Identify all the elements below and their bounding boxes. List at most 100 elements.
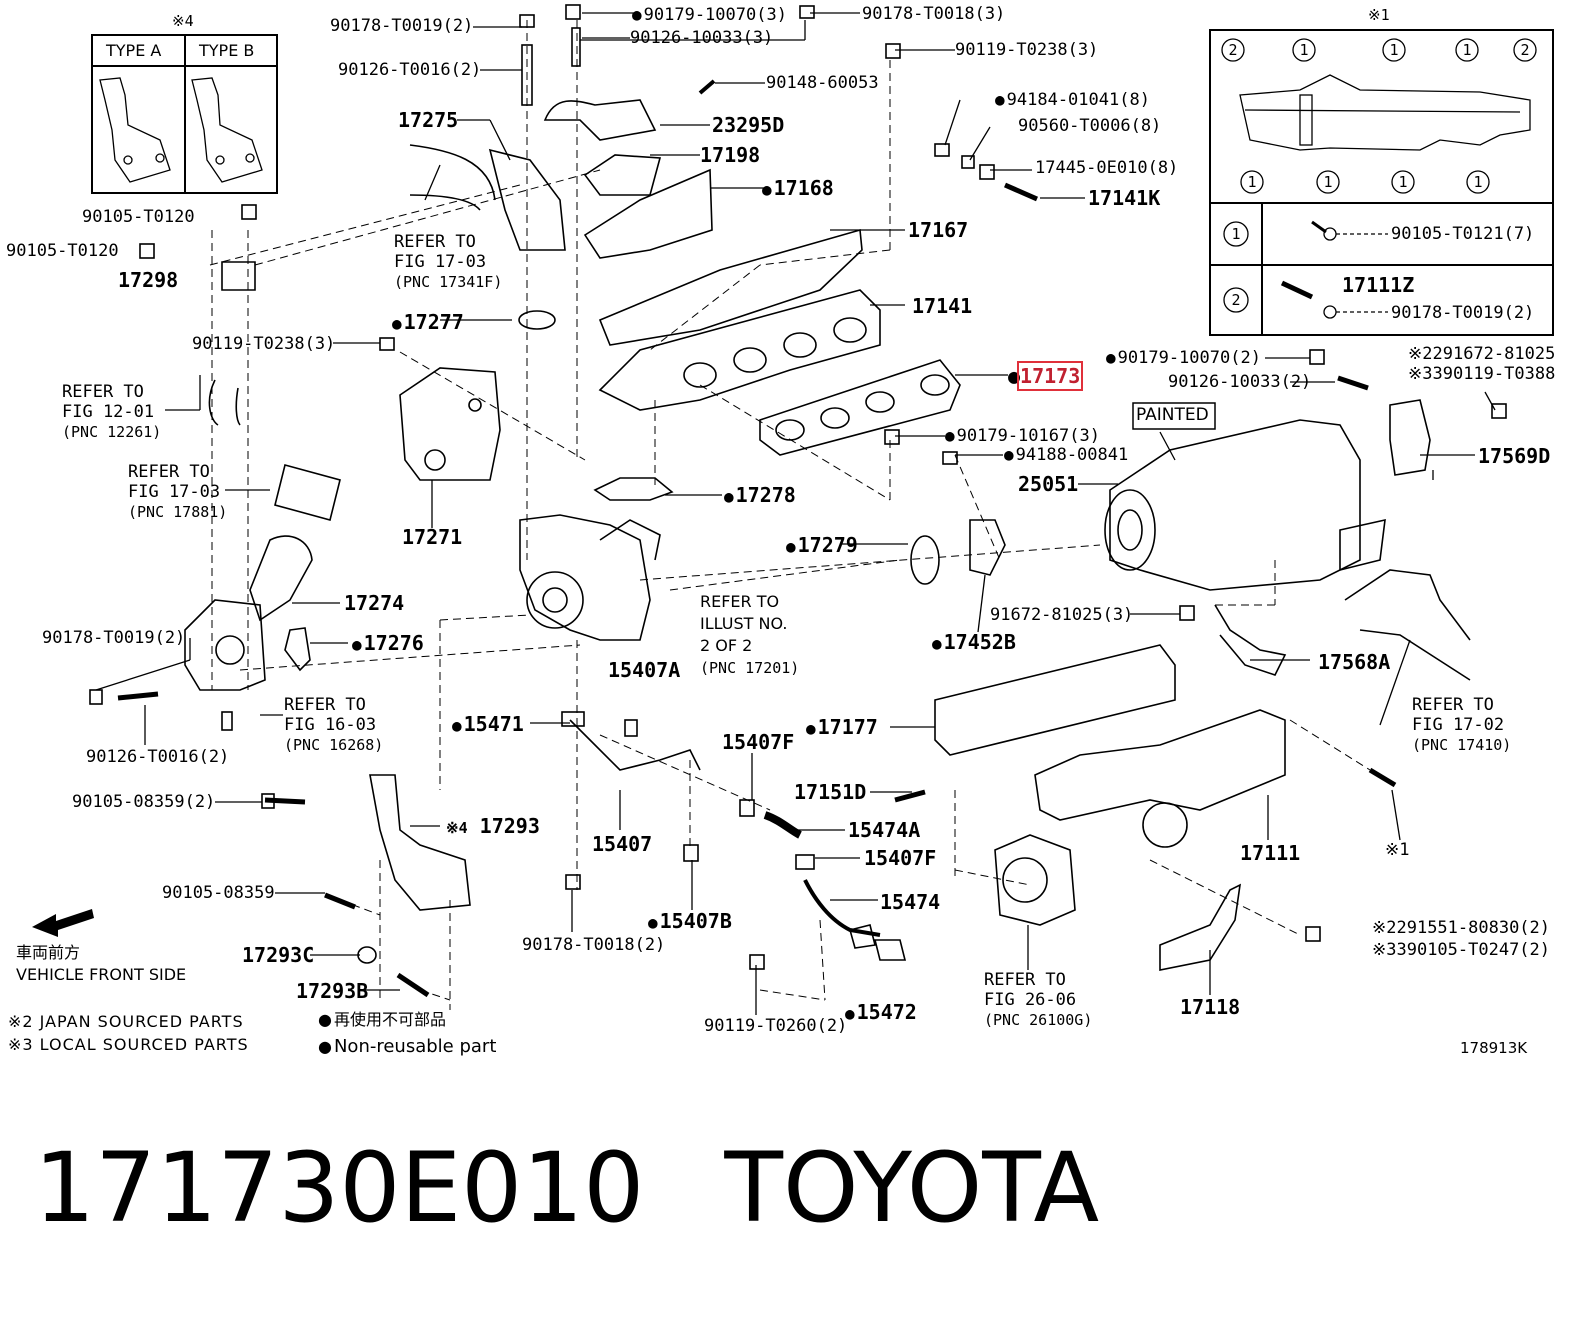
- part-label-17277[interactable]: 17277: [392, 312, 464, 332]
- detail-row1-part[interactable]: 90105-T0121(7): [1391, 224, 1535, 244]
- mark-star3: ※3: [1408, 364, 1433, 384]
- part-label-17293B[interactable]: 17293B: [296, 979, 369, 1003]
- refer-note-16268[interactable]: REFER TO FIG 16-03 (PNC 16268): [284, 695, 383, 755]
- part-label-23295D[interactable]: 23295D: [712, 113, 785, 137]
- part-label-17198[interactable]: 17198: [700, 143, 761, 167]
- part-label-90105-08359[interactable]: 90105-08359: [162, 883, 275, 903]
- part-number-text: 17293: [479, 814, 540, 838]
- part-label-90126-T0016-top[interactable]: 90126-T0016(2): [338, 60, 482, 80]
- part-label-15407A[interactable]: 15407A: [608, 658, 681, 682]
- part-label-17276[interactable]: 17276: [352, 633, 424, 653]
- part-label-25051[interactable]: 25051: [1018, 472, 1079, 496]
- detail-row2-part-a[interactable]: 17111Z: [1342, 273, 1415, 297]
- part-label-90178-T0019-left[interactable]: 90178-T0019(2): [42, 628, 186, 648]
- part-label-17569D[interactable]: 17569D: [1478, 444, 1551, 468]
- part-label-17141[interactable]: 17141: [912, 294, 973, 318]
- mark-star2: ※2: [1372, 918, 1397, 938]
- legend-local-sourced: ※3 LOCAL SOURCED PARTS: [8, 1035, 249, 1054]
- part-label-17168[interactable]: 17168: [762, 178, 834, 198]
- part-label-15407F-b[interactable]: 15407F: [864, 846, 937, 870]
- part-label-90178-T0018-3[interactable]: 90178-T0018(3): [862, 4, 1006, 24]
- part-label-17274[interactable]: 17274: [344, 591, 405, 615]
- refer-note-12261[interactable]: REFER TO FIG 12-01 (PNC 12261): [62, 382, 161, 442]
- part-number-text: 291672-81025: [1432, 344, 1556, 364]
- part-label-17568A[interactable]: 17568A: [1318, 650, 1391, 674]
- detail-box-mark: ※1: [1368, 6, 1390, 24]
- detail-row2-part-b[interactable]: 90178-T0019(2): [1391, 303, 1535, 323]
- part-label-17452B[interactable]: 17452B: [932, 632, 1016, 652]
- part-label-94184-01041[interactable]: 94184-01041(8): [995, 92, 1150, 109]
- part-label-15407F-a[interactable]: 15407F: [722, 730, 795, 754]
- part-label-17111[interactable]: 17111: [1240, 841, 1301, 865]
- part-number-text: 390105-T0247(2): [1396, 940, 1551, 960]
- part-label-17278[interactable]: 17278: [724, 485, 796, 505]
- part-label-90179-10167[interactable]: 90179-10167(3): [945, 428, 1100, 445]
- part-label-90119-T0260[interactable]: 90119-T0260(2): [704, 1016, 848, 1036]
- part-label-90126-T0016-bottom[interactable]: 90126-T0016(2): [86, 747, 230, 767]
- vehicle-front-jp: 車両前方: [16, 943, 81, 962]
- part-label-17445-0E010[interactable]: 17445-0E010(8): [1035, 158, 1179, 178]
- assembly-dash-lines: [209, 20, 1371, 1010]
- type-a-header: TYPE A: [106, 41, 162, 60]
- part-label-15474A[interactable]: 15474A: [848, 818, 921, 842]
- part-label-90179-10070-3[interactable]: 90179-10070(3): [632, 7, 787, 24]
- refer-line: (PNC 17201): [700, 659, 800, 677]
- part-label-90105-08359-2[interactable]: 90105-08359(2): [72, 792, 216, 812]
- part-label-90119-T0238-top[interactable]: 90119-T0238(3): [955, 40, 1099, 60]
- refer-note-17341F[interactable]: REFER TO FIG 17-03 (PNC 17341F): [394, 232, 502, 292]
- part-label-90179-10070-2[interactable]: 90179-10070(2): [1106, 350, 1261, 367]
- part-label-17279[interactable]: 17279: [786, 535, 858, 555]
- refer-note-17410[interactable]: REFER TO FIG 17-02 (PNC 17410): [1412, 695, 1511, 755]
- diagram-id: 178913K: [1460, 1039, 1528, 1057]
- part-label-15471[interactable]: 15471: [452, 714, 524, 734]
- part-label-90148-60053[interactable]: 90148-60053: [766, 73, 879, 93]
- part-label-17173-row: ●17173: [1008, 361, 1084, 391]
- part-label-291672-81025[interactable]: ※2291672-81025: [1408, 346, 1555, 363]
- vehicle-front-en: VEHICLE FRONT SIDE: [16, 965, 187, 984]
- part-label-17151D[interactable]: 17151D: [794, 780, 867, 804]
- part-label-17118[interactable]: 17118: [1180, 995, 1241, 1019]
- part-label-90126-10033-3[interactable]: 90126-10033(3): [630, 28, 774, 48]
- part-label-17271[interactable]: 17271: [402, 525, 463, 549]
- leader-lines: [95, 12, 1496, 1015]
- part-label-15407[interactable]: 15407: [592, 832, 653, 856]
- part-label-17298[interactable]: 17298: [118, 268, 179, 292]
- part-label-291551-80830[interactable]: ※2291551-80830(2): [1372, 920, 1550, 937]
- refer-line: 2 OF 2: [700, 636, 753, 655]
- part-label-90105-T0120-a[interactable]: 90105-T0120: [82, 207, 195, 227]
- part-label-17173[interactable]: 17173: [1017, 361, 1084, 391]
- part-label-15407B[interactable]: 15407B: [648, 911, 732, 931]
- part-label-17177[interactable]: 17177: [806, 717, 878, 737]
- refer-note-26100G[interactable]: REFER TO FIG 26-06 (PNC 26100G): [984, 970, 1092, 1030]
- refer-line: REFER TO: [62, 382, 144, 402]
- refer-line: (PNC 16268): [284, 736, 384, 754]
- part-label-17275[interactable]: 17275: [398, 108, 459, 132]
- painted-note: PAINTED: [1136, 405, 1209, 425]
- part-label-390119-T0388[interactable]: ※3390119-T0388: [1408, 366, 1555, 383]
- part-label-90178-T0019-top[interactable]: 90178-T0019(2): [330, 16, 474, 36]
- part-label-17293C[interactable]: 17293C: [242, 943, 315, 967]
- refer-line: FIG 17-03: [394, 252, 487, 272]
- part-label-390105-T0247[interactable]: ※3390105-T0247(2): [1372, 942, 1550, 959]
- refer-line: REFER TO: [1412, 695, 1494, 715]
- part-label-90126-10033-2[interactable]: 90126-10033(2): [1168, 372, 1312, 392]
- part-label-15472[interactable]: 15472: [845, 1002, 917, 1022]
- part-label-90105-T0120-b[interactable]: 90105-T0120: [6, 241, 119, 261]
- refer-note-17201[interactable]: REFER TO ILLUST NO. 2 OF 2 (PNC 17201): [700, 591, 799, 679]
- part-label-90178-T0018-2[interactable]: 90178-T0018(2): [522, 935, 666, 955]
- part-label-90560-T0006[interactable]: 90560-T0006(8): [1018, 116, 1162, 136]
- refer-line: (PNC 12261): [62, 423, 162, 441]
- part-label-17293[interactable]: ※4 17293: [446, 816, 540, 836]
- refer-note-17881[interactable]: REFER TO FIG 17-03 (PNC 17881): [128, 462, 227, 522]
- refer-line: (PNC 17881): [128, 503, 228, 521]
- part-label-15474[interactable]: 15474: [880, 890, 941, 914]
- part-label-17141K[interactable]: 17141K: [1088, 186, 1161, 210]
- part-label-90119-T0238-left[interactable]: 90119-T0238(3): [192, 334, 336, 354]
- part-label-17167[interactable]: 17167: [908, 218, 969, 242]
- refer-line: ILLUST NO.: [700, 614, 788, 633]
- part-label-91672-81025-3[interactable]: 91672-81025(3): [990, 605, 1134, 625]
- legend-nonreusable-jp: 再使用不可部品: [318, 1012, 446, 1028]
- part-label-94188-00841[interactable]: 94188-00841: [1004, 447, 1129, 464]
